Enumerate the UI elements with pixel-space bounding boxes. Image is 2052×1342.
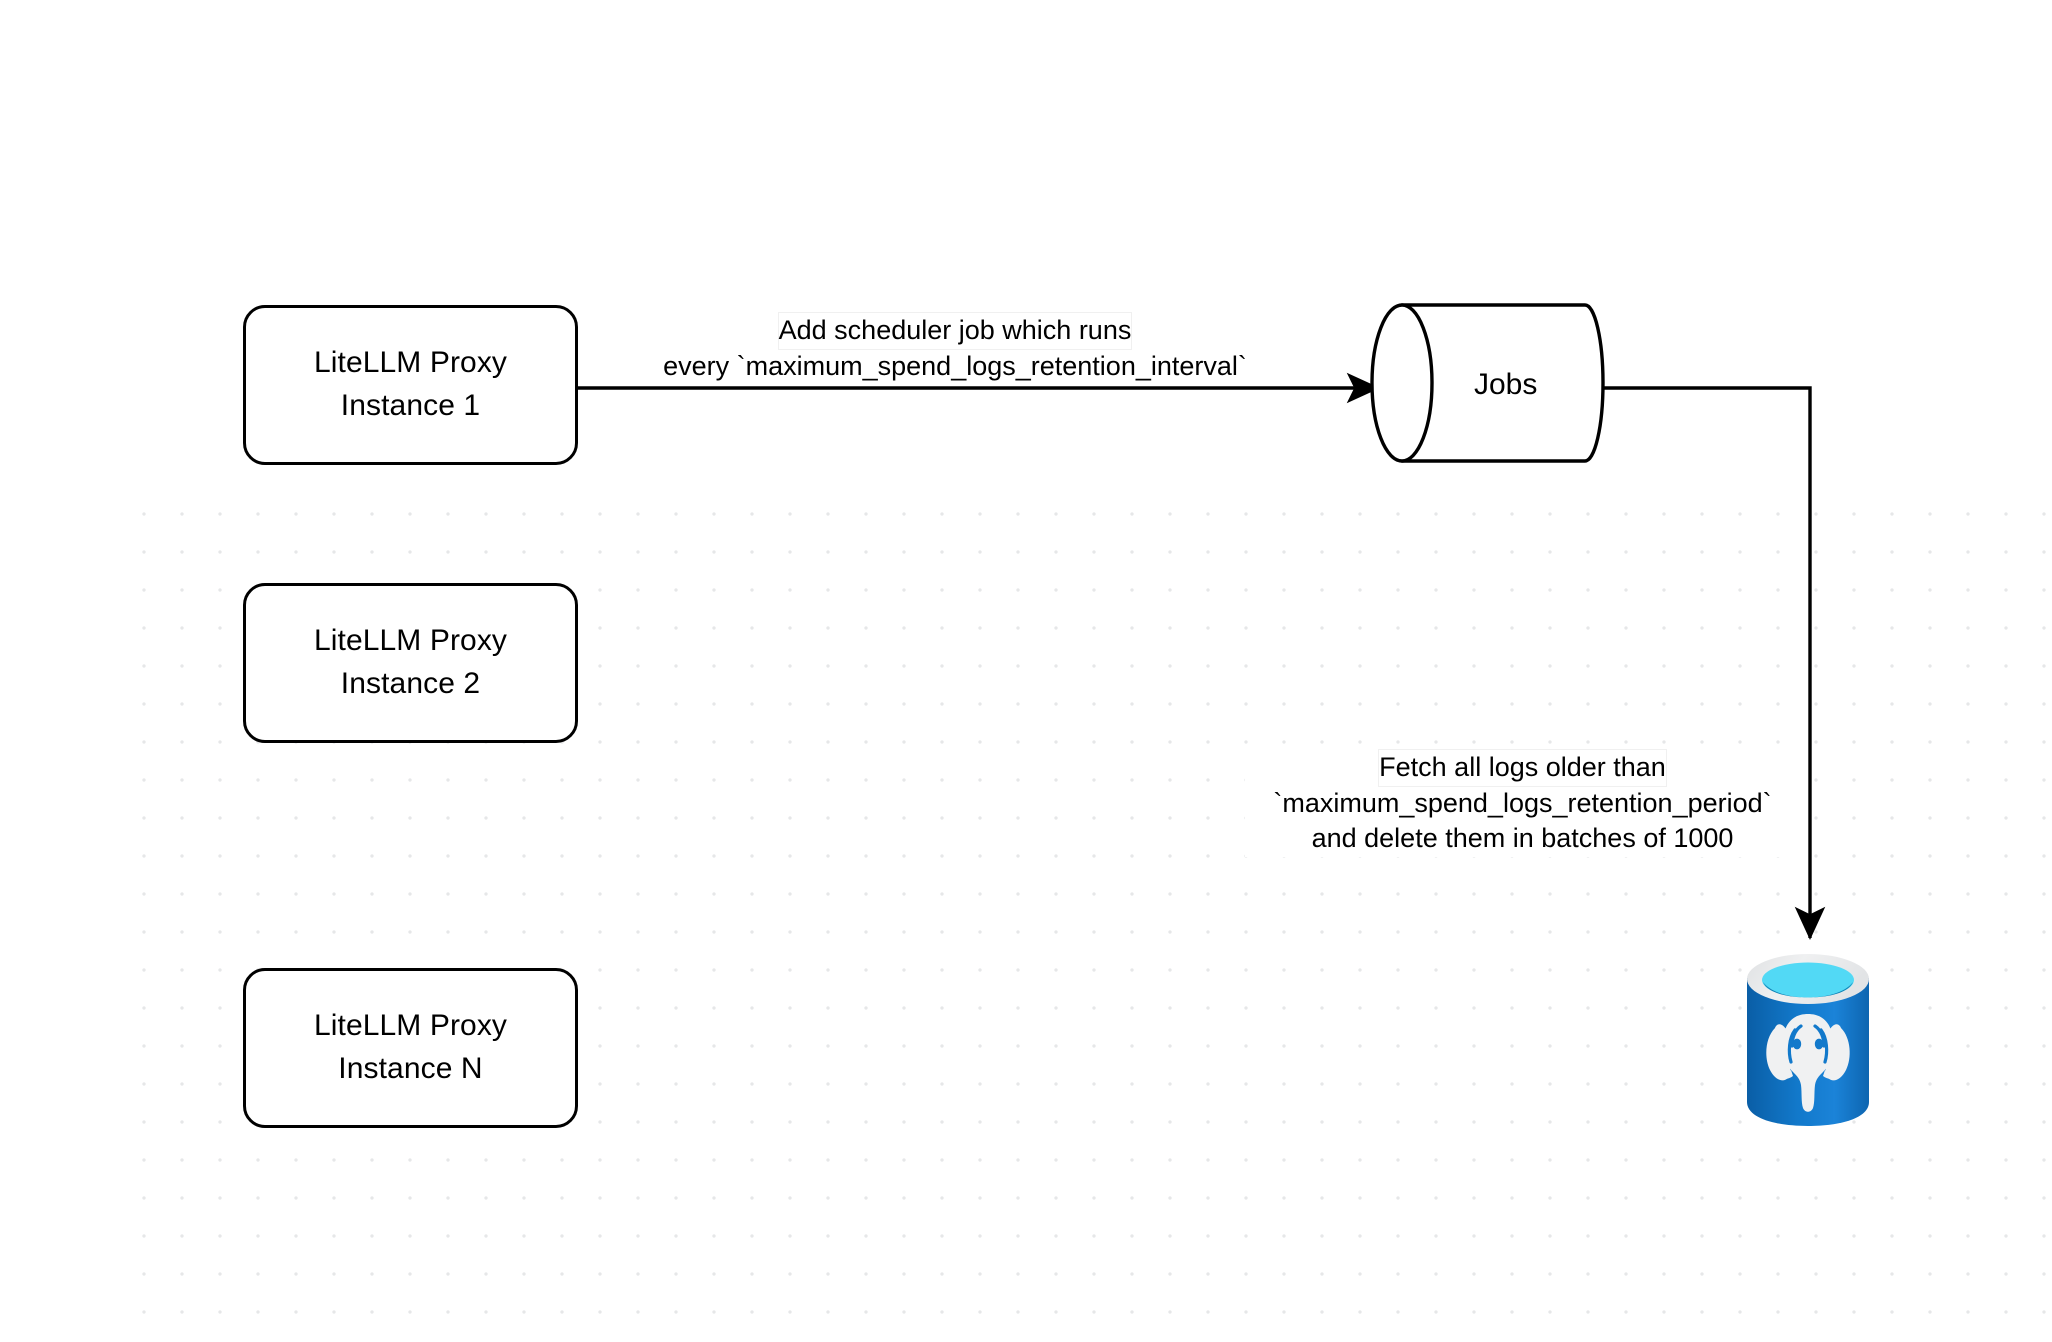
node-proxy-2-line1: LiteLLM Proxy xyxy=(313,624,508,658)
node-proxy-2-line2: Instance 2 xyxy=(340,667,481,700)
edge-label-scheduler-job: Add scheduler job which runs every `maxi… xyxy=(615,313,1295,385)
elephant-face-lines xyxy=(1787,1024,1829,1064)
elephant-eyes xyxy=(1792,1038,1824,1050)
elephant-glyph xyxy=(1766,1014,1850,1112)
edge-label-fetch-delete-line2: `maximum_spend_logs_retention_period` xyxy=(1273,787,1772,818)
jobs-cylinder-shape xyxy=(1370,303,1605,463)
edge-label-fetch-delete-line3: and delete them in batches of 1000 xyxy=(1311,823,1734,854)
node-jobs-label: Jobs xyxy=(1474,368,1538,401)
edge-label-fetch-delete-logs: Fetch all logs older than `maximum_spend… xyxy=(1245,750,1800,857)
elephant-tusks xyxy=(1777,1070,1839,1079)
edge-label-scheduler-job-line1: Add scheduler job which runs xyxy=(778,313,1132,349)
node-proxy-instance-2[interactable]: LiteLLM Proxy Instance 2 xyxy=(243,583,578,743)
node-proxy-instance-n[interactable]: LiteLLM Proxy Instance N xyxy=(243,968,578,1128)
postgresql-elephant-icon[interactable] xyxy=(1745,952,1871,1128)
edge-jobs-to-postgres xyxy=(1600,386,1826,941)
node-proxy-n-line1: LiteLLM Proxy xyxy=(313,1009,508,1043)
node-proxy-1-line2: Instance 1 xyxy=(340,389,481,422)
edge-label-scheduler-job-line2: every `maximum_spend_logs_retention_inte… xyxy=(663,350,1247,381)
node-proxy-instance-1[interactable]: LiteLLM Proxy Instance 1 xyxy=(243,305,578,465)
node-proxy-n-line2: Instance N xyxy=(338,1052,483,1085)
node-proxy-1-line1: LiteLLM Proxy xyxy=(313,346,508,380)
edge-label-fetch-delete-line1: Fetch all logs older than xyxy=(1379,750,1666,786)
